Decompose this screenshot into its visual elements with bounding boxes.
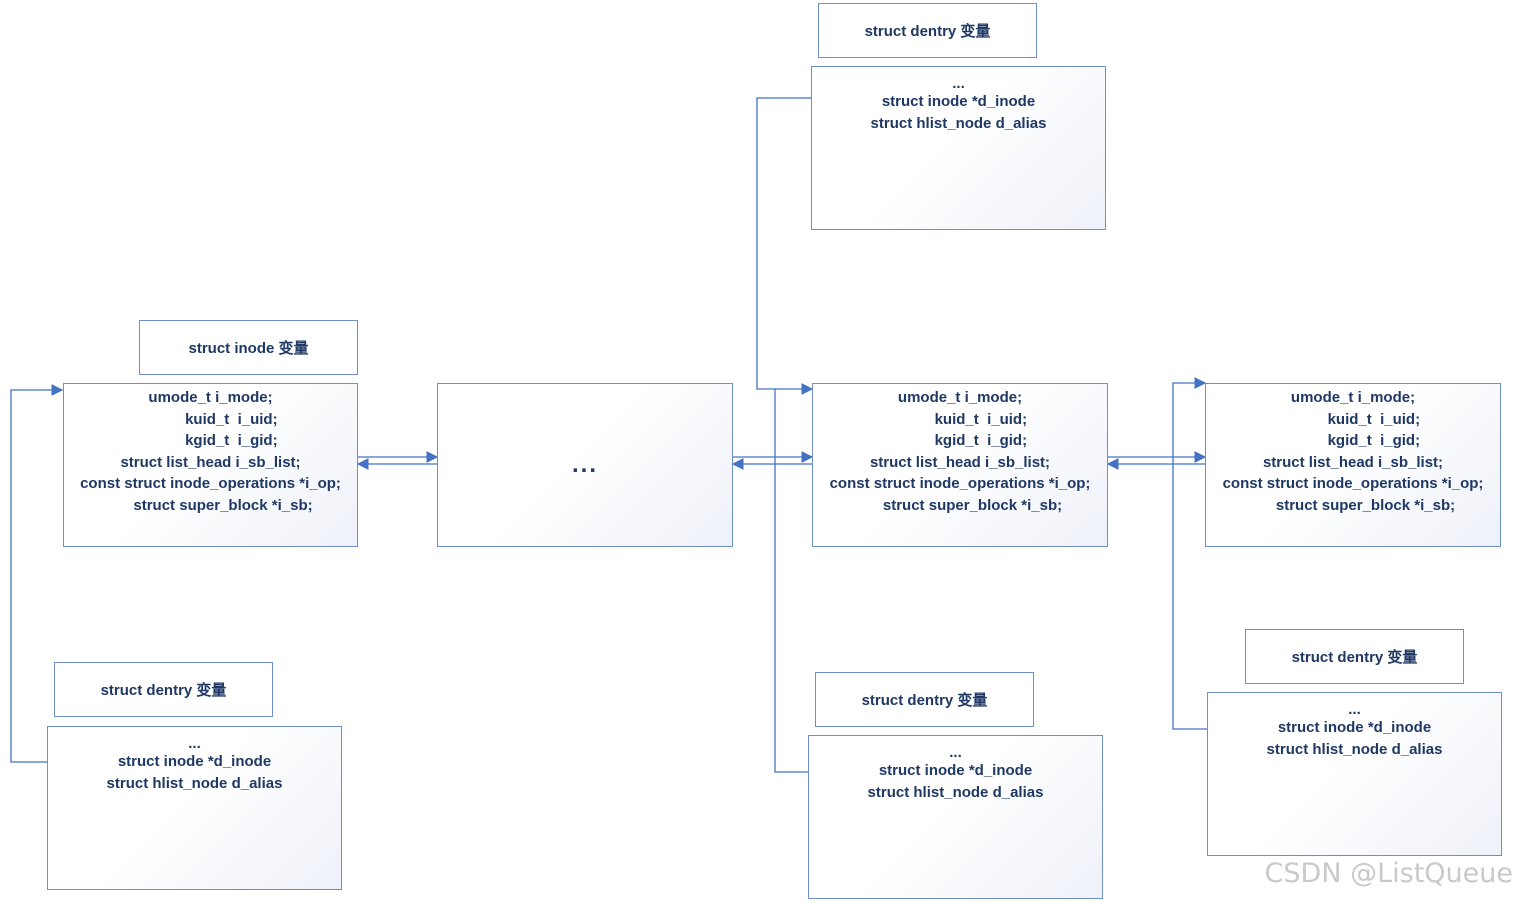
dentry-field-d-alias: struct hlist_node d_alias [106,775,283,792]
inode-field-uid: kuid_t i_uid; [1285,410,1421,428]
inode-field-sb-list: struct list_head i_sb_list; [869,453,1051,471]
inode-field-i-op: const struct inode_operations *i_op; [1222,475,1484,492]
inode-field-gid: kgid_t i_gid; [892,432,1028,449]
inode-right-box: umode_t i_mode; kuid_t i_uid; kgid_t i_g… [1205,383,1501,547]
dentry-bottom-right-label-text: struct dentry 变量 [1291,649,1418,666]
ellipsis-text: ... [571,451,598,478]
dentry-bottom-left-label-text: struct dentry 变量 [100,682,227,699]
dentry-field-d-inode: struct inode *d_inode [881,93,1036,110]
dentry-field-d-alias: struct hlist_node d_alias [1266,741,1443,758]
inode-center-box: umode_t i_mode; kuid_t i_uid; kgid_t i_g… [812,383,1108,547]
dentry-field: ... [188,735,201,752]
inode-field-i-sb: struct super_block *i_sb; [1250,496,1456,514]
inode-left-box: umode_t i_mode; kuid_t i_uid; kgid_t i_g… [63,383,358,547]
inode-field-i-sb: struct super_block *i_sb; [108,496,313,514]
inode-field-uid: kuid_t i_uid; [892,410,1028,428]
dentry-field: ... [1348,701,1361,718]
dentry-field-d-inode: struct inode *d_inode [878,762,1033,779]
inode-field-uid: kuid_t i_uid; [143,410,278,428]
inode-field-i-op: const struct inode_operations *i_op; [80,475,341,492]
inode-field-i-op: const struct inode_operations *i_op; [829,475,1091,492]
inode-field-gid: kgid_t i_gid; [1285,432,1421,449]
inode-field-i-sb: struct super_block *i_sb; [857,496,1063,514]
dentry-field: ... [949,744,962,761]
dentry-bottom-mid-box: ... struct inode *d_inode struct hlist_n… [808,735,1103,899]
watermark: CSDN @ListQueue [1264,858,1513,889]
dentry-top-label-text: struct dentry 变量 [864,23,991,40]
dentry-bottom-left-box: ... struct inode *d_inode struct hlist_n… [47,726,342,890]
dentry-field-d-alias: struct hlist_node d_alias [867,784,1044,801]
inode-field-mode: umode_t i_mode; [897,389,1023,406]
dentry-bottom-mid-label: struct dentry 变量 [815,672,1034,727]
inode-field-mode: umode_t i_mode; [1290,389,1416,406]
dentry-bottom-right-label: struct dentry 变量 [1245,629,1464,684]
inode-field-sb-list: struct list_head i_sb_list; [120,453,301,471]
inode-left-label: struct inode 变量 [139,320,358,375]
dentry-bottom-right-box: ... struct inode *d_inode struct hlist_n… [1207,692,1502,856]
inode-field-sb-list: struct list_head i_sb_list; [1262,453,1444,471]
dentry-field-d-inode: struct inode *d_inode [1277,719,1432,736]
dentry-field-d-alias: struct hlist_node d_alias [870,115,1047,132]
dentry-top-box: ... struct inode *d_inode struct hlist_n… [811,66,1106,230]
ellipsis-box: ... [437,383,733,547]
dentry-top-label: struct dentry 变量 [818,3,1037,58]
dentry-bottom-left-label: struct dentry 变量 [54,662,273,717]
inode-field-gid: kgid_t i_gid; [143,432,278,449]
dentry-field: ... [952,75,965,92]
inode-field-mode: umode_t i_mode; [148,389,273,406]
dentry-field-d-inode: struct inode *d_inode [117,753,272,770]
inode-left-label-text: struct inode 变量 [188,340,309,357]
dentry-bottom-mid-label-text: struct dentry 变量 [861,692,988,709]
